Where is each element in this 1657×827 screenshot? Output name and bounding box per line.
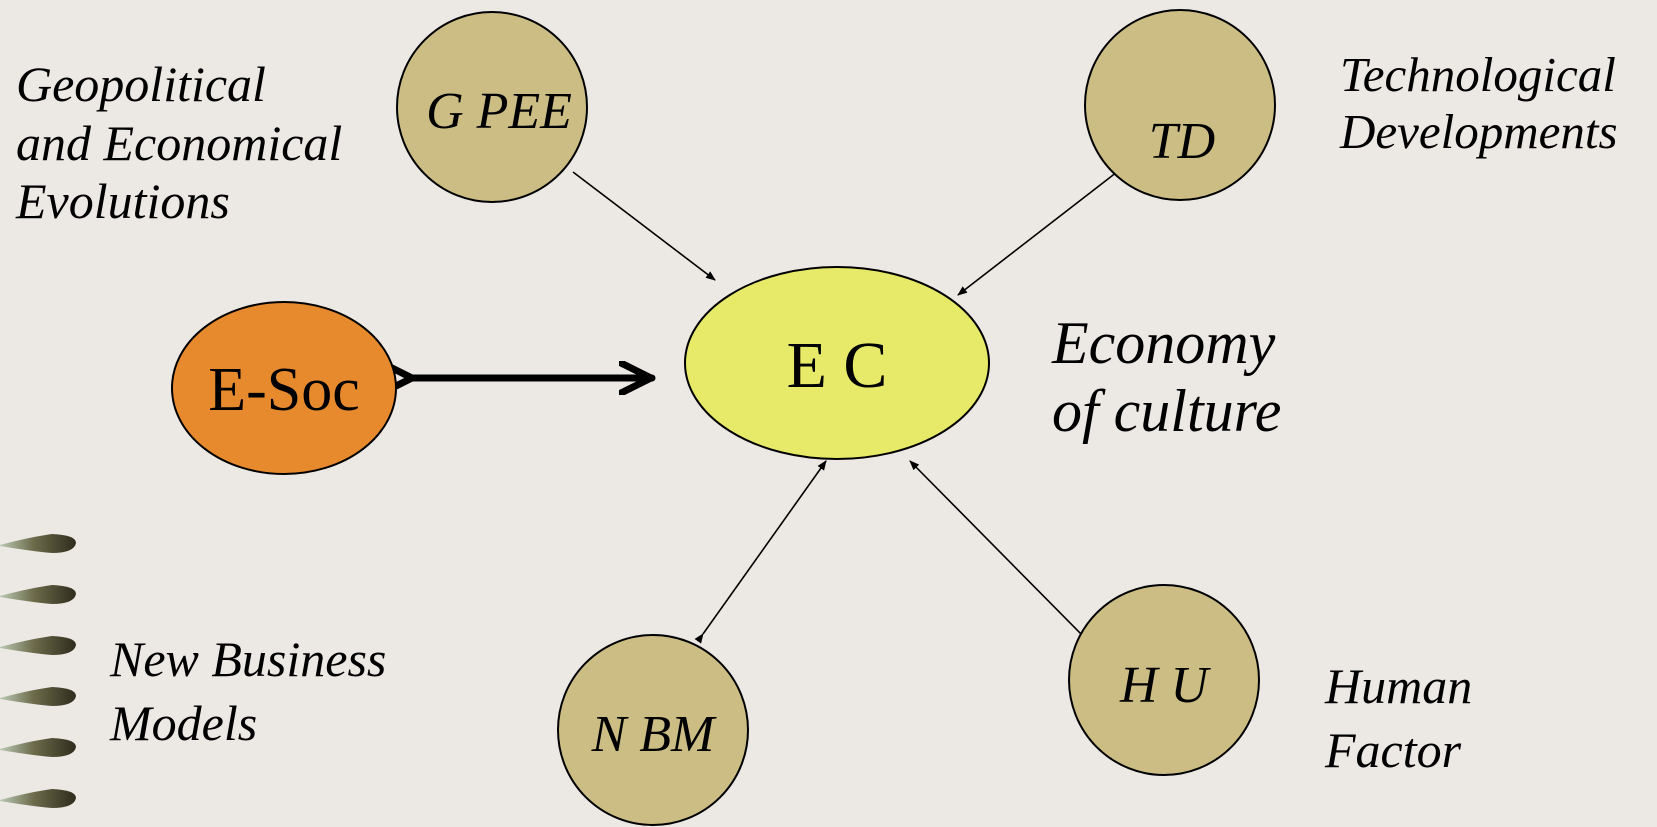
node-gpee-label: G PEE	[426, 83, 572, 140]
node-td: TD	[1084, 9, 1276, 201]
caption-technological-line: Developments	[1340, 104, 1618, 160]
node-ec: E C	[684, 266, 990, 460]
caption-geopolitical-line: and Economical	[16, 114, 343, 171]
edge-nbm-ec	[694, 460, 827, 644]
caption-human-line: Human	[1325, 658, 1473, 714]
caption-geopolitical: Geopolitical and Economical Evolutions	[16, 55, 342, 231]
caption-human-factor: Human Factor	[1325, 655, 1472, 782]
node-nbm-label: N BM	[591, 706, 717, 763]
caption-new-business-models: New Business Models	[110, 628, 386, 755]
node-esoc: E-Soc	[171, 301, 397, 475]
node-nbm: N BM	[557, 634, 749, 826]
node-gpee: G PEE	[396, 11, 588, 203]
bullet-icon	[0, 738, 76, 757]
node-esoc-label: E-Soc	[208, 356, 360, 424]
node-hu: H U	[1068, 584, 1260, 776]
node-hu-label: H U	[1119, 657, 1212, 714]
caption-economy-of-culture: Economy of culture	[1052, 310, 1281, 446]
caption-geopolitical-line: Evolutions	[16, 173, 230, 229]
caption-economy-line: Economy	[1052, 310, 1276, 376]
bullet-icon	[0, 534, 76, 553]
caption-geopolitical-line: Geopolitical	[16, 56, 266, 112]
caption-new-business-line: New Business	[110, 631, 387, 687]
edge-td-to-ec	[957, 171, 1118, 296]
caption-economy-line: of culture	[1052, 377, 1282, 444]
node-td-label: TD	[1149, 113, 1215, 170]
caption-technological-line: Technological	[1340, 47, 1616, 102]
bullet-icon	[0, 585, 76, 604]
bullet-column	[0, 534, 76, 808]
bullet-icon	[0, 687, 76, 706]
bullet-icon	[0, 636, 76, 655]
bullet-icon	[0, 789, 76, 808]
edge-hu-to-ec	[909, 460, 1086, 639]
node-ec-label: E C	[787, 329, 888, 402]
edge-gpee-to-ec	[572, 171, 716, 281]
caption-human-line: Factor	[1325, 721, 1462, 778]
caption-new-business-line: Models	[110, 694, 258, 751]
caption-technological: Technological Developments	[1340, 46, 1618, 161]
